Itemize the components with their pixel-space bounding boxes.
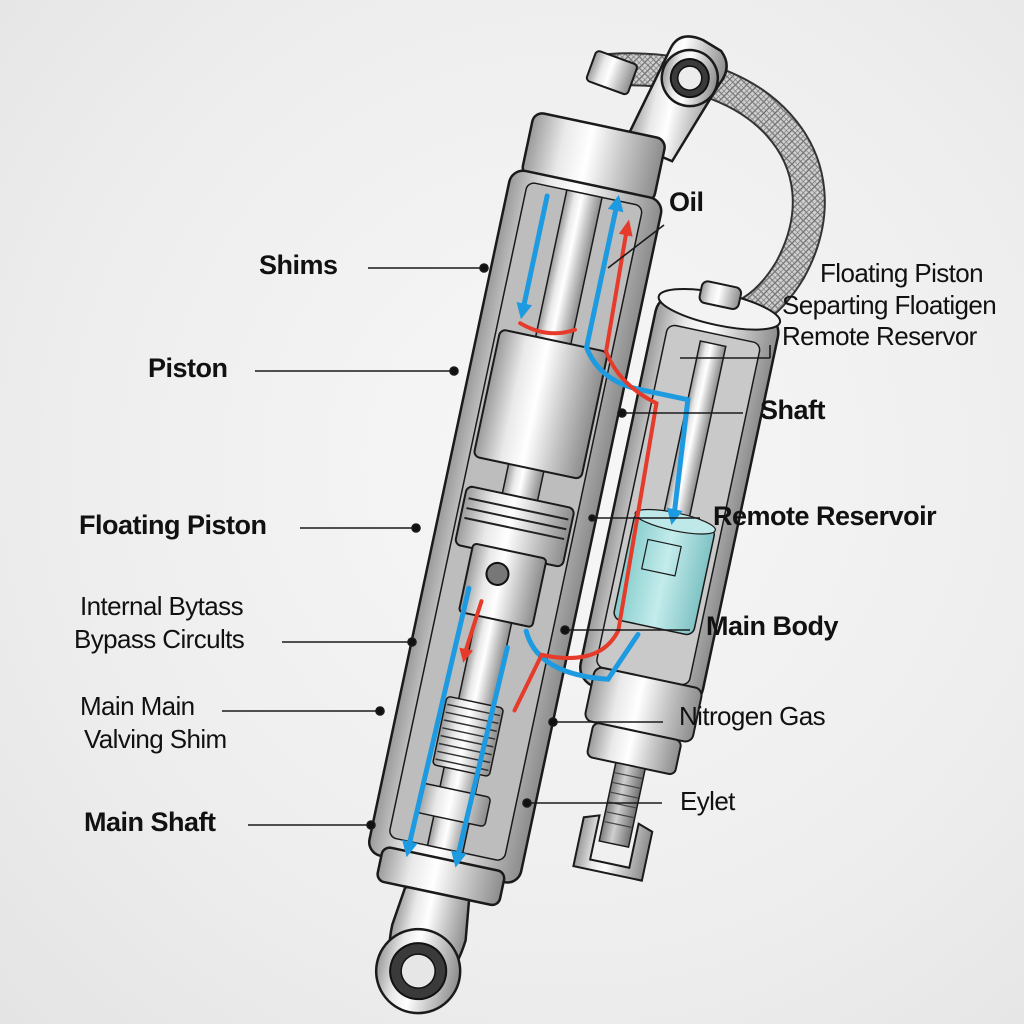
bottom-eyelet (374, 885, 471, 1015)
leader-lines (222, 224, 771, 830)
label-main-valving-line2: Valving Shim (84, 723, 227, 754)
valving-spring (416, 696, 504, 827)
label-reservoir-line3: Remote Reservor (782, 321, 977, 352)
label-main-body: Main Body (706, 611, 839, 641)
top-eyelet (623, 35, 728, 163)
label-nitrogen-gas: Nitrogen Gas (679, 701, 826, 731)
label-internal-bypass-line1: Internal Bytass (80, 591, 244, 621)
label-shims: Shims (259, 250, 338, 280)
label-main-valving-shim: Main Main Valving Shim (80, 690, 227, 755)
oil-flow-arrows (407, 193, 691, 855)
floating-piston (454, 485, 575, 628)
label-eylet: Eylet (680, 786, 735, 816)
label-internal-bypass: Internal Bytass Bypass Circults (74, 590, 245, 655)
piston (473, 329, 608, 480)
label-floating-piston: Floating Piston (79, 510, 267, 540)
hose-fitting-top (585, 50, 638, 96)
label-internal-bypass-line2: Bypass Circults (74, 623, 245, 654)
label-main-valving-line1: Main Main (80, 691, 195, 721)
label-piston: Piston (148, 353, 228, 383)
label-reservoir-block: Floating Piston Separting Floatigen Remo… (782, 258, 997, 353)
label-remote-reservoir: Remote Reservoir (713, 501, 937, 531)
label-reservoir-line1: Floating Piston (820, 258, 984, 288)
label-main-shaft: Main Shaft (84, 807, 216, 837)
oil-flow-arrowheads (402, 194, 683, 868)
label-shaft: Shaft (760, 395, 826, 425)
remote-reservoir (572, 280, 782, 882)
label-oil: Oil (669, 187, 704, 217)
label-reservoir-line2: Separting Floatigen (782, 289, 997, 320)
